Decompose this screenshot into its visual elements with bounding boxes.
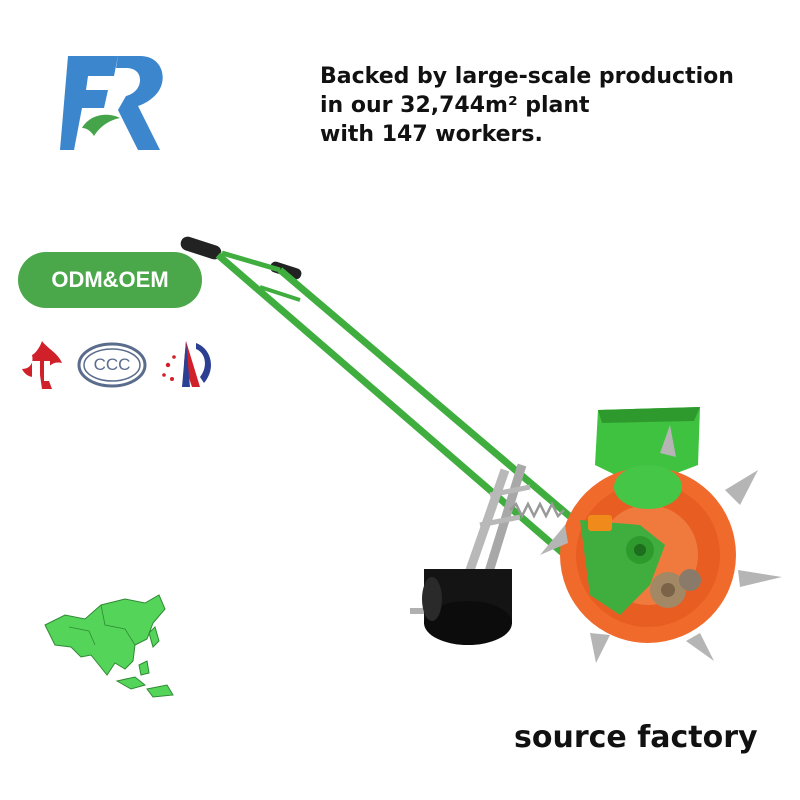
odm-oem-badge: ODM&OEM <box>18 252 202 308</box>
ccc-icon <box>77 342 147 388</box>
brand-logo <box>60 56 163 150</box>
asia-map-icon <box>44 594 174 698</box>
headline-line-1: Backed by large-scale production <box>320 64 734 89</box>
cnas-icon <box>162 341 211 387</box>
certification-icons: CCC <box>18 335 218 395</box>
headline: Backed by large-scale production in our … <box>320 62 780 149</box>
headline-line-3: with 147 workers. <box>320 122 543 147</box>
badge-label: ODM&OEM <box>51 267 169 292</box>
headline-line-2: in our 32,744m² plant <box>320 93 590 118</box>
seeder-illustration <box>180 236 782 663</box>
tagline: source factory <box>514 720 758 755</box>
ccc-label: CCC <box>93 355 131 374</box>
cqc-icon <box>22 341 62 389</box>
